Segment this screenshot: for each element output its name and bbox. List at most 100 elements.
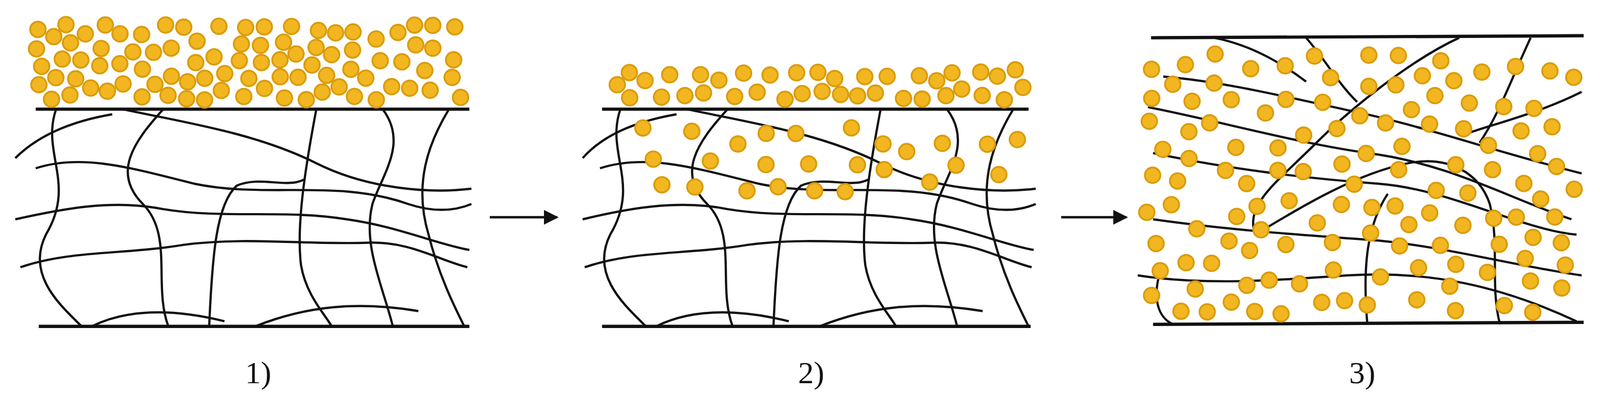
nanoparticle [692,66,709,83]
nanoparticle [1143,61,1160,78]
nanoparticle [1277,58,1294,74]
nanoparticle [1238,175,1255,192]
nanoparticle [406,17,423,33]
nanoparticle [1144,167,1161,184]
nanoparticle [233,35,250,52]
nanoparticle [206,49,222,65]
nanoparticle [308,40,325,56]
nanoparticle [1291,276,1308,292]
nanoparticle [777,91,794,108]
nanoparticle [1152,262,1168,279]
nanoparticle [1144,90,1160,107]
nanoparticle [609,76,626,93]
nanoparticle [1273,306,1290,323]
nanoparticle [179,73,196,90]
nanoparticle [944,65,960,82]
nanoparticle [163,40,180,57]
nanoparticle [1333,197,1350,213]
nanoparticle [283,18,300,35]
nanoparticle [972,64,989,81]
nanoparticle [758,157,774,173]
nanoparticle [856,68,873,85]
nanoparticle [1177,56,1194,73]
nanoparticle [1239,277,1256,294]
nanoparticle [1557,257,1574,273]
nanoparticle [1372,269,1389,286]
nanoparticle [407,36,424,53]
nanoparticle [241,70,257,87]
nanoparticle [1184,93,1200,110]
nanoparticle [1217,162,1234,179]
step-arrow [1061,216,1127,219]
nanoparticle [789,64,805,81]
nanoparticle [389,24,406,41]
nanoparticle [849,88,866,104]
nanoparticle [928,72,945,89]
nanoparticle [1548,159,1565,175]
nanoparticle [1270,140,1286,156]
nanoparticle [1525,304,1541,321]
nanoparticle [1394,138,1411,155]
nanoparticle [1325,262,1342,279]
nanoparticle [1432,53,1449,69]
nanoparticle [684,123,700,140]
nanoparticle [645,151,662,168]
nanoparticle [1448,157,1464,173]
nanoparticle [1553,280,1570,296]
nanoparticle [974,87,991,104]
nanoparticle [730,136,747,152]
nanoparticle [368,92,385,108]
nanoparticle [1362,225,1379,242]
nanoparticle [197,92,213,108]
nanoparticle [1336,293,1353,309]
nanoparticle [735,65,752,82]
nanoparticle [794,86,811,102]
nanoparticle [1203,255,1220,272]
nanoparticle [253,54,270,71]
nanoparticle [849,157,866,173]
nanoparticle [163,68,180,85]
nanoparticle [290,69,306,86]
nanoparticle [77,26,94,43]
nanoparticle [827,70,843,87]
nanoparticle [1155,141,1172,158]
nanoparticle [621,64,638,81]
nanoparticle [444,69,460,86]
nanoparticle [1257,105,1274,122]
nanoparticle [1517,250,1534,267]
nanoparticle [30,76,47,93]
nanoparticle [62,34,79,51]
nanoparticle [1508,209,1525,226]
nanoparticle [67,70,84,87]
nanoparticle [368,31,384,48]
nanoparticle [1455,217,1471,234]
nanoparticle [843,120,860,136]
nanoparticle [1201,114,1218,131]
nanoparticle [211,18,227,35]
nanoparticle [867,85,884,101]
nanoparticle [1351,107,1368,124]
nanoparticle [288,46,304,62]
nanoparticle [1187,281,1203,298]
nanoparticle [762,67,778,84]
nanoparticle [1455,121,1472,137]
nanoparticle [654,177,671,193]
nanoparticle [276,90,293,106]
nanoparticle [876,162,892,178]
nanoparticle [310,22,327,39]
nanoparticle [1358,145,1375,162]
nanoparticle [93,41,109,57]
nanoparticle [1515,175,1532,192]
nanoparticle [1491,236,1508,253]
nanoparticle [1473,64,1490,81]
nanoparticle [28,41,45,57]
nanoparticle [394,54,410,70]
nanoparticle [1178,255,1194,271]
nanoparticle [344,42,361,58]
nanoparticle [33,58,50,75]
step-arrow [489,216,558,219]
nanoparticle [1446,72,1462,89]
panel-label: 3) [1349,357,1376,389]
nanoparticle [1206,75,1223,92]
nanoparticle [1322,69,1339,86]
